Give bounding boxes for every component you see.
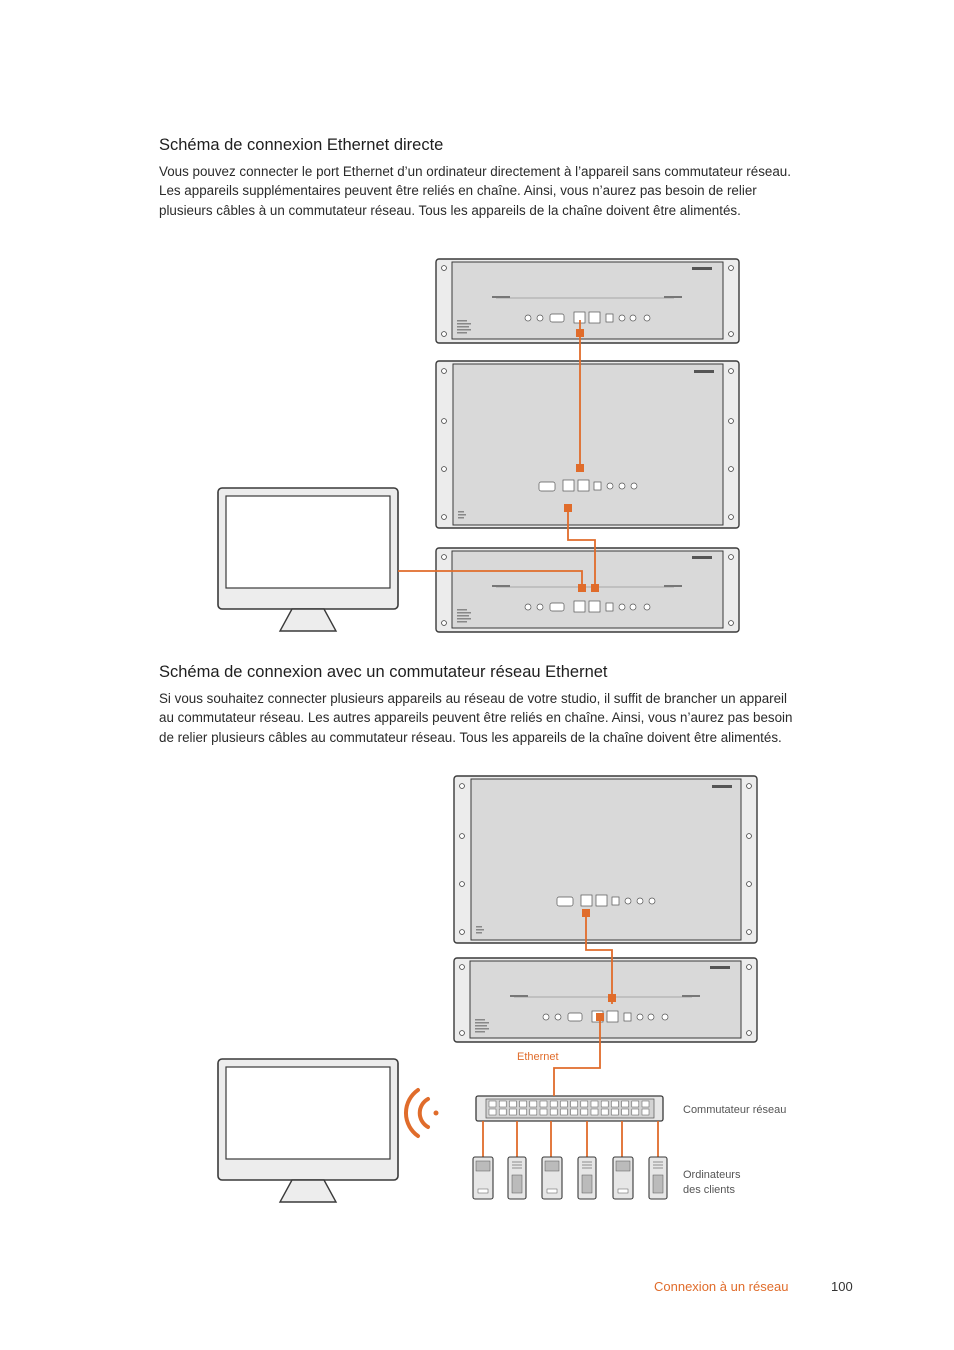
switch-port — [641, 1100, 650, 1108]
switch-port — [611, 1100, 619, 1108]
switch-port — [611, 1108, 619, 1116]
switch-port — [600, 1100, 609, 1108]
switch-port — [560, 1108, 568, 1116]
switch-port — [590, 1100, 599, 1108]
clients-label-line1: Ordinateurs — [683, 1169, 741, 1181]
switch-port — [631, 1108, 640, 1116]
switch-port — [488, 1100, 497, 1108]
rack-unit-bottom — [435, 547, 740, 633]
switch-port — [641, 1108, 650, 1116]
switch-port — [509, 1100, 517, 1108]
cable-connectors-2 — [582, 909, 616, 1021]
ethernet-cables-2 — [482, 914, 659, 1157]
computer-monitor-2 — [217, 1058, 399, 1203]
switch-port — [560, 1100, 568, 1108]
computer-monitor — [217, 487, 399, 632]
switch-port — [498, 1100, 507, 1108]
switch-port — [488, 1108, 497, 1116]
switch-port — [519, 1100, 527, 1108]
switch-port — [570, 1108, 578, 1116]
rack-unit-monitor-2 — [453, 775, 758, 944]
switch-port — [580, 1108, 589, 1116]
network-switch — [475, 1095, 664, 1122]
switch-port — [590, 1108, 599, 1116]
switch-port — [539, 1108, 548, 1116]
section-paragraph-direct: Vous pouvez connecter le port Ethernet d… — [159, 164, 791, 218]
switch-port — [631, 1100, 640, 1108]
cable-connectors — [564, 329, 599, 592]
footer-section-title: Connexion à un réseau — [654, 1279, 789, 1294]
rack-unit-monitor — [435, 360, 740, 529]
client-computers — [472, 1156, 668, 1200]
switch-port — [529, 1108, 538, 1116]
wireless-icon — [404, 1088, 439, 1138]
switch-port — [539, 1100, 548, 1108]
direct-connection-diagram — [217, 258, 740, 633]
switch-port — [621, 1108, 629, 1116]
switch-port — [549, 1100, 558, 1108]
switch-port — [519, 1108, 527, 1116]
switch-connection-diagram — [217, 775, 758, 1203]
switch-port — [621, 1100, 629, 1108]
switch-port — [498, 1108, 507, 1116]
ethernet-label: Ethernet — [517, 1051, 559, 1063]
clients-label-line2: des clients — [683, 1184, 735, 1196]
switch-port — [529, 1100, 538, 1108]
switch-label: Commutateur réseau — [683, 1104, 787, 1116]
switch-port — [600, 1108, 609, 1116]
rack-unit-top — [435, 258, 740, 344]
switch-port — [509, 1108, 517, 1116]
page-number: 100 — [831, 1279, 853, 1294]
section-paragraph-switch: Si vous souhaitez connecter plusieurs ap… — [159, 691, 793, 745]
ethernet-cables — [398, 320, 596, 588]
switch-port — [570, 1100, 578, 1108]
section-heading-direct: Schéma de connexion Ethernet directe — [159, 136, 444, 154]
switch-port — [580, 1100, 589, 1108]
rack-unit-scope-2 — [453, 957, 758, 1043]
switch-port — [549, 1108, 558, 1116]
section-heading-switch: Schéma de connexion avec un commutateur … — [159, 663, 608, 681]
